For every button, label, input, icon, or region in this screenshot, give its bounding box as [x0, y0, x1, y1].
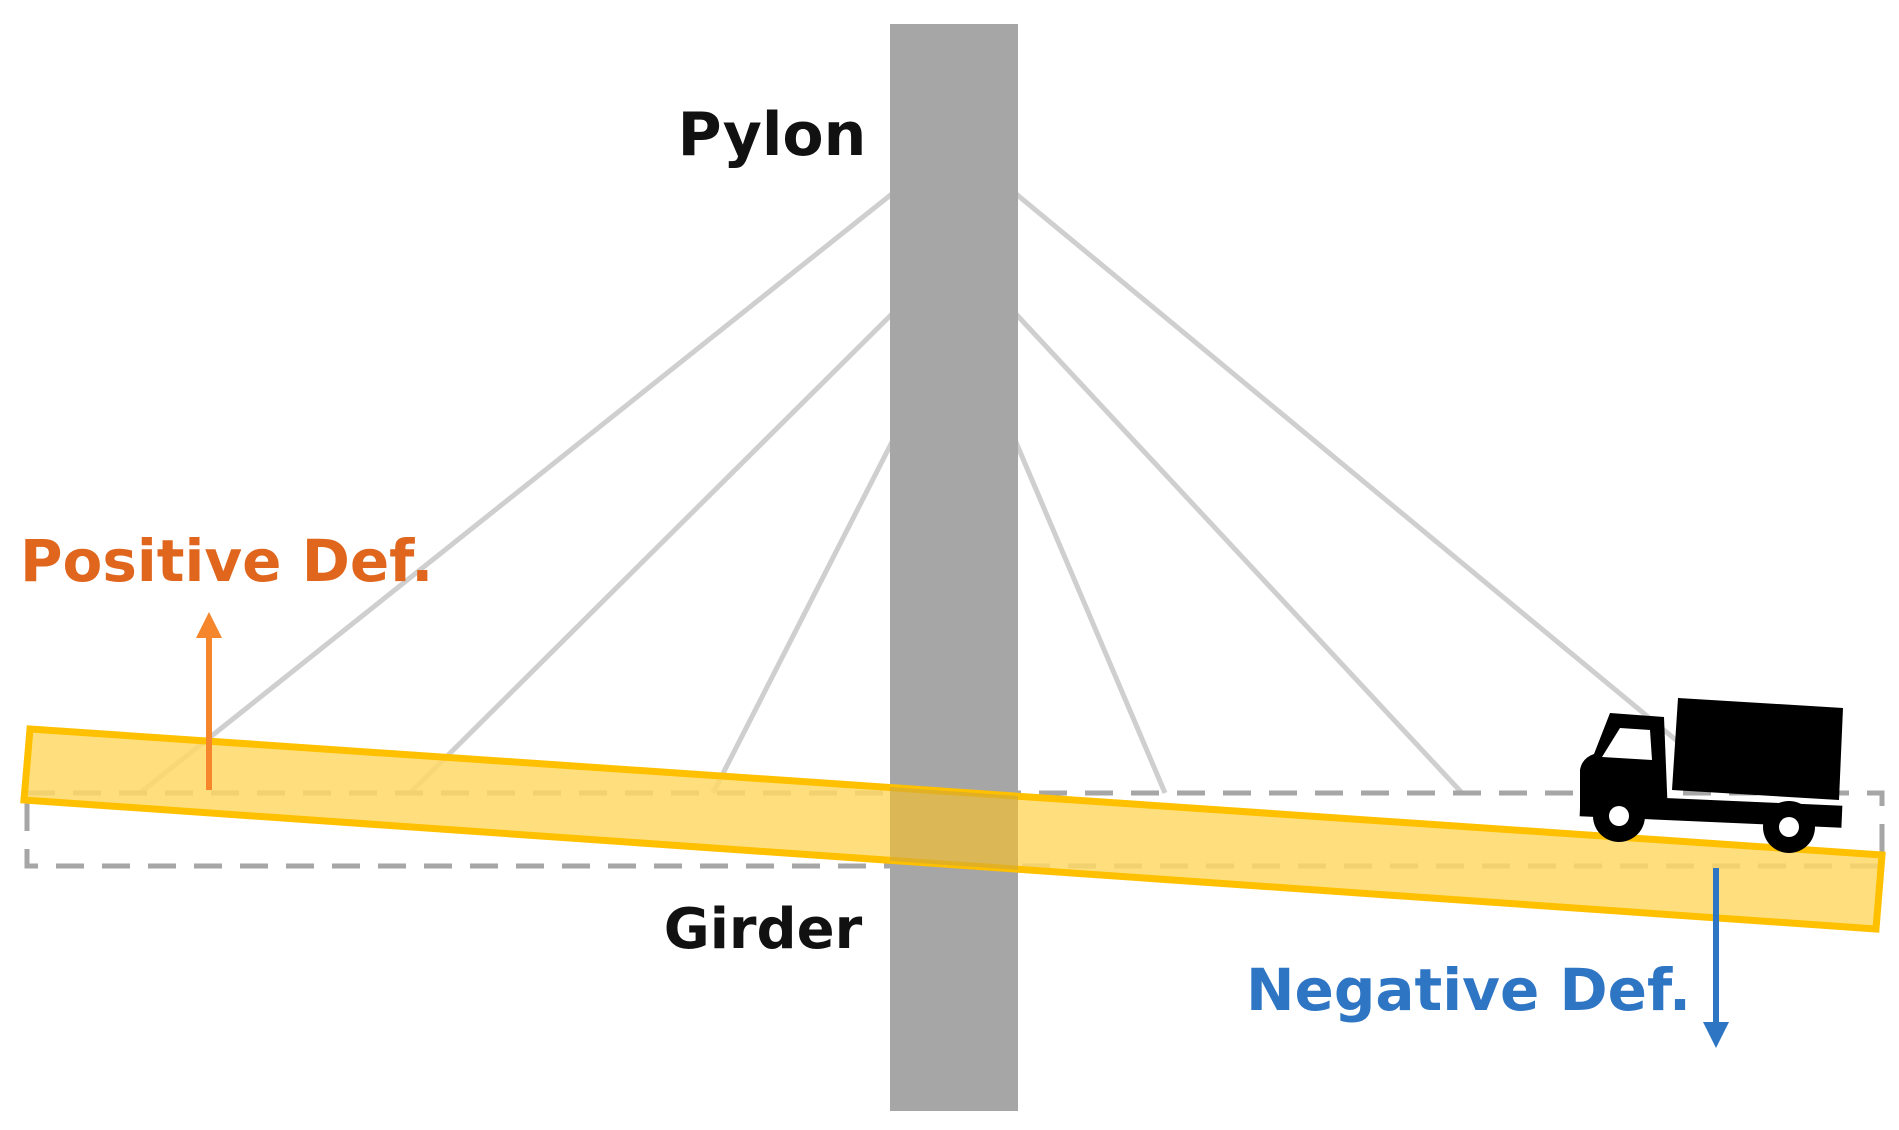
negative-def-label: Negative Def.: [1246, 956, 1691, 1024]
girder-label: Girder: [664, 897, 863, 962]
truck-icon: [1579, 698, 1843, 853]
pylon-girder-overlap: [890, 787, 1018, 870]
cable-left-inner: [710, 438, 896, 795]
arrow-down-icon: [1703, 868, 1729, 1048]
cable-left-outer: [138, 191, 895, 795]
arrow-up-icon: [196, 612, 222, 790]
stay-cables: [138, 191, 1742, 795]
cable-left-middle: [408, 311, 895, 795]
pylon-label: Pylon: [678, 100, 867, 170]
cable-right-middle: [1013, 311, 1464, 795]
cable-right-inner: [1012, 439, 1168, 794]
pylon: [890, 24, 1018, 1111]
positive-def-label: Positive Def.: [20, 527, 433, 595]
cable-right-outer: [1013, 191, 1742, 795]
